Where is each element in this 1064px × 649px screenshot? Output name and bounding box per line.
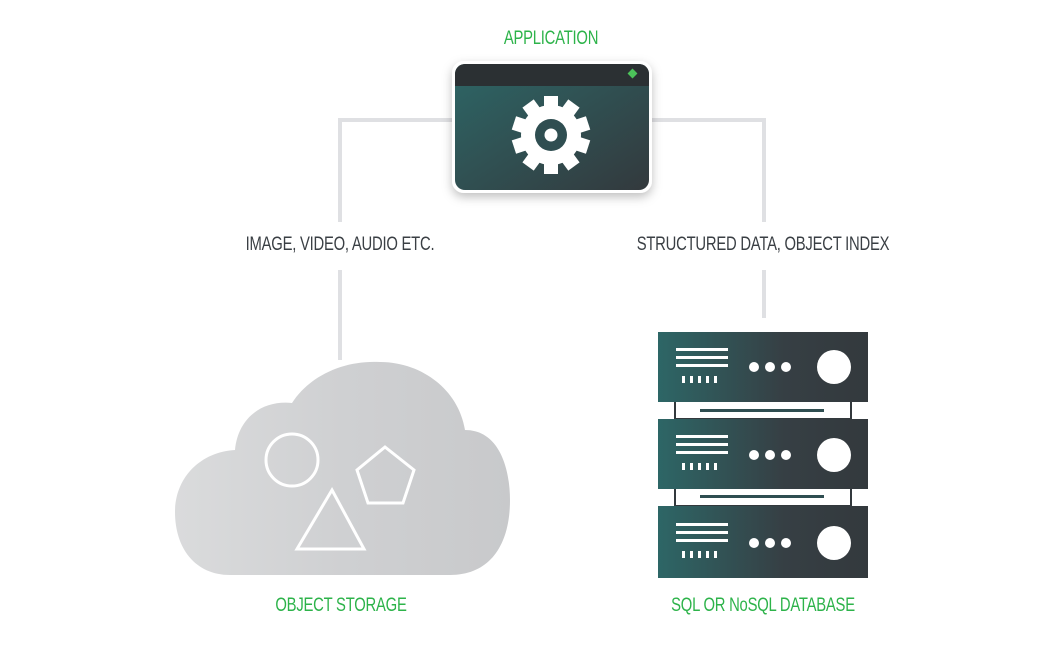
object-storage-label: OBJECT STORAGE <box>275 595 407 616</box>
database-label: SQL OR NoSQL DATABASE <box>671 595 855 616</box>
server-unit <box>658 419 868 489</box>
connector-right-upper <box>762 118 766 222</box>
server-unit <box>658 332 868 402</box>
rack-connector <box>674 400 852 420</box>
cloud-icon <box>175 361 510 575</box>
application-window <box>452 61 652 193</box>
rack-connector <box>674 487 852 507</box>
edge-label-database: STRUCTURED DATA, OBJECT INDEX <box>636 234 890 255</box>
triangle-shape <box>294 486 367 551</box>
connector-left-lower <box>338 270 342 360</box>
window-titlebar <box>455 64 649 86</box>
status-indicator-icon <box>627 68 638 79</box>
circle-shape <box>264 432 320 488</box>
server-rack-icon <box>658 332 868 578</box>
connector-left-upper <box>338 118 342 222</box>
edge-label-object-storage: IMAGE, VIDEO, AUDIO ETC. <box>245 234 435 255</box>
pentagon-shape <box>355 445 416 505</box>
application-label: APPLICATION <box>503 28 599 49</box>
connector-right-lower <box>762 270 766 318</box>
gear-icon <box>511 96 591 174</box>
server-unit <box>658 506 868 578</box>
